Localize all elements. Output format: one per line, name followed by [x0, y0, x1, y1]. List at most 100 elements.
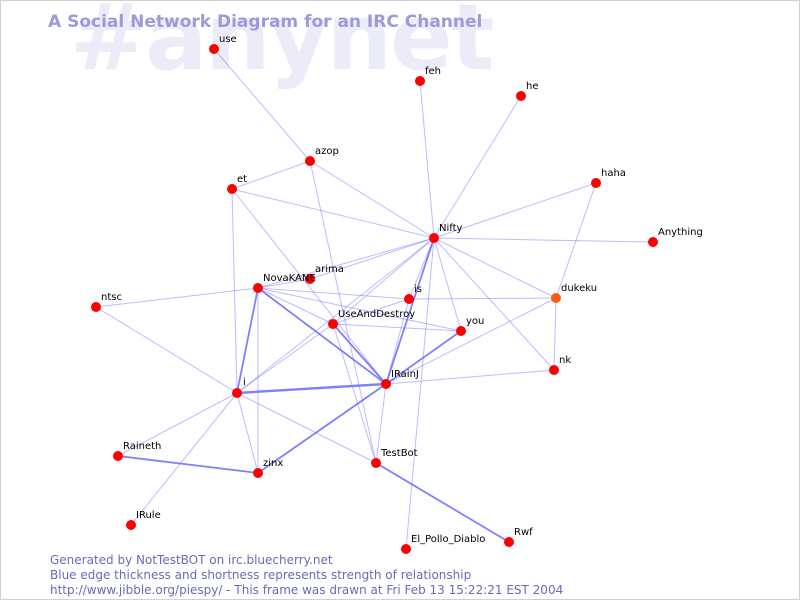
node-NovaKANE[interactable]: NovaKANE: [253, 273, 316, 293]
node-use[interactable]: use: [209, 34, 237, 54]
node-label: NovaKANE: [263, 273, 316, 284]
edge-i-TestBot: [236, 392, 377, 464]
node-dot[interactable]: [305, 156, 315, 166]
edge-arima-NovaKANE: [257, 278, 311, 289]
node-IRule[interactable]: IRule: [126, 510, 161, 530]
node-label: haha: [601, 168, 626, 179]
node-dot[interactable]: [381, 379, 391, 389]
node-label: azop: [315, 146, 339, 157]
node-label: Anything: [658, 227, 703, 238]
edge-arima-Nifty: [309, 237, 435, 280]
footer-legend: Blue edge thickness and shortness repres…: [50, 568, 472, 582]
node-Nifty[interactable]: Nifty: [429, 223, 463, 243]
channel-watermark: #anynet: [70, 0, 495, 91]
node-label: TestBot: [380, 448, 418, 459]
edge-azop-Nifty: [309, 160, 435, 239]
edge-Nifty-nk: [433, 237, 555, 371]
node-dukeku[interactable]: dukeku: [551, 283, 597, 303]
edge-you-IRainJ: [385, 330, 462, 385]
node-label: Nifty: [439, 223, 463, 234]
node-label: IRainJ: [391, 369, 419, 380]
node-dot[interactable]: [415, 76, 425, 86]
node-dot[interactable]: [113, 451, 123, 461]
node-Raineth[interactable]: Raineth: [113, 441, 161, 461]
node-dot[interactable]: [126, 520, 136, 530]
node-TestBot[interactable]: TestBot: [371, 448, 418, 468]
edge-dukeku-nk: [553, 297, 557, 371]
node-dot[interactable]: [91, 302, 101, 312]
edge-et-IRainJ: [231, 188, 387, 385]
node-dot[interactable]: [404, 294, 414, 304]
edge-NovaKANE-is: [257, 287, 410, 300]
node-dot[interactable]: [549, 365, 559, 375]
edge-NovaKANE-IRainJ: [257, 287, 387, 385]
edge-Nifty-NovaKANE: [257, 237, 435, 289]
node-Anything[interactable]: Anything: [648, 227, 703, 247]
edge-azop-TestBot: [309, 160, 377, 464]
node-ntsc[interactable]: ntsc: [91, 292, 122, 312]
edge-feh-Nifty: [419, 80, 435, 239]
node-dot[interactable]: [328, 319, 338, 329]
node-zinx[interactable]: zinx: [253, 458, 283, 478]
node-dot[interactable]: [551, 293, 561, 303]
node-i[interactable]: i: [232, 377, 246, 398]
edge-azop-et: [231, 160, 311, 190]
node-dot[interactable]: [253, 283, 263, 293]
node-dot[interactable]: [429, 233, 439, 243]
node-dot[interactable]: [209, 44, 219, 54]
footer: Generated by NotTestBOT on irc.bluecherr…: [50, 553, 563, 598]
node-label: he: [526, 81, 539, 92]
edge-haha-Nifty: [433, 182, 597, 239]
node-dot[interactable]: [401, 544, 411, 554]
node-haha[interactable]: haha: [591, 168, 626, 188]
edge-UseAndDestroy-IRainJ: [332, 323, 387, 385]
node-you[interactable]: you: [456, 316, 484, 336]
node-dot[interactable]: [232, 388, 242, 398]
edge-Nifty-i: [236, 237, 435, 394]
edge-Nifty-El_Pollo_Diablo: [405, 237, 435, 550]
footer-generated-by: Generated by NotTestBOT on irc.bluecherr…: [50, 553, 333, 567]
node-label: feh: [425, 66, 441, 77]
node-dot[interactable]: [305, 274, 315, 284]
node-he[interactable]: he: [516, 81, 539, 101]
edge-Anything-Nifty: [433, 237, 654, 243]
node-dot[interactable]: [227, 184, 237, 194]
edge-IRainJ-TestBot: [375, 383, 387, 464]
node-dot[interactable]: [253, 468, 263, 478]
node-label: arima: [315, 264, 344, 275]
node-Rwf[interactable]: Rwf: [504, 527, 533, 547]
node-El_Pollo_Diablo[interactable]: El_Pollo_Diablo: [401, 534, 485, 554]
edge-is-UseAndDestroy: [332, 298, 410, 325]
node-is[interactable]: is: [404, 284, 422, 304]
node-dot[interactable]: [456, 326, 466, 336]
node-dot[interactable]: [648, 237, 658, 247]
node-dot[interactable]: [371, 458, 381, 468]
node-label: nk: [559, 355, 571, 366]
diagram-title: A Social Network Diagram for an IRC Chan…: [48, 12, 483, 32]
edge-UseAndDestroy-you: [332, 323, 462, 332]
node-UseAndDestroy[interactable]: UseAndDestroy: [328, 309, 415, 329]
node-nk[interactable]: nk: [549, 355, 571, 375]
edge-Nifty-UseAndDestroy: [332, 237, 435, 325]
node-arima[interactable]: arima: [305, 264, 344, 284]
node-dot[interactable]: [591, 178, 601, 188]
node-label: zinx: [263, 458, 283, 469]
edge-Nifty-you: [433, 237, 462, 332]
node-dot[interactable]: [516, 91, 526, 101]
node-feh[interactable]: feh: [415, 66, 441, 86]
node-label: UseAndDestroy: [338, 309, 415, 320]
node-IRainJ[interactable]: IRainJ: [381, 369, 419, 389]
node-azop[interactable]: azop: [305, 146, 339, 166]
edge-IRainJ-zinx: [257, 383, 387, 474]
edge-i-Raineth: [117, 392, 238, 457]
edge-ntsc-i: [95, 306, 238, 394]
node-et[interactable]: et: [227, 174, 247, 194]
node-label: is: [414, 284, 422, 295]
edge-layer: [95, 48, 654, 550]
edge-NovaKANE-i: [236, 287, 259, 394]
edge-NovaKANE-ntsc: [95, 287, 259, 308]
edge-use-azop: [213, 48, 311, 162]
node-dot[interactable]: [504, 537, 514, 547]
